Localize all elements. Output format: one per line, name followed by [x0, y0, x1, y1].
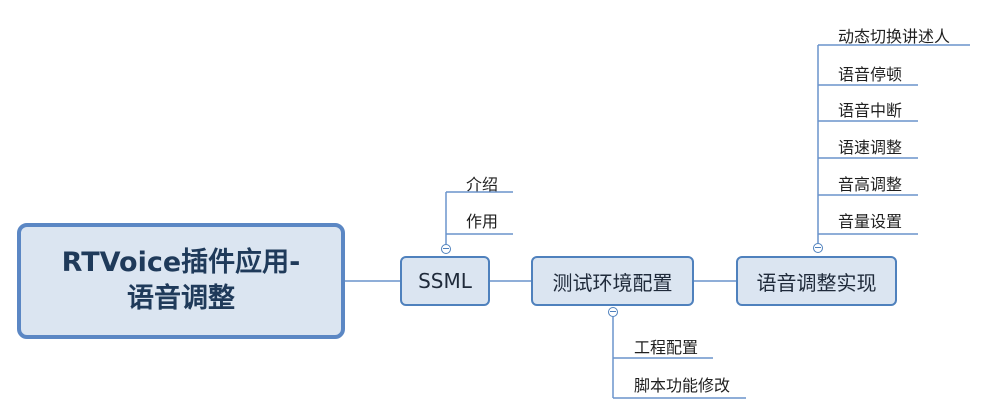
subtopic-voice-interrupt[interactable]: 语音中断 [838, 101, 903, 120]
subtopic-switch-narrator[interactable]: 动态切换讲述人 [838, 27, 951, 46]
topic-voice-impl[interactable]: 语音调整实现 [736, 256, 897, 306]
subtopic-intro[interactable]: 介绍 [466, 175, 499, 194]
subtopic-project-config[interactable]: 工程配置 [634, 338, 699, 357]
root-topic[interactable]: RTVoice插件应用- 语音调整 [17, 223, 345, 339]
collapse-toggle-icon[interactable] [441, 244, 451, 254]
collapse-toggle-icon[interactable] [608, 307, 618, 317]
topic-ssml[interactable]: SSML [400, 256, 490, 306]
subtopic-volume[interactable]: 音量设置 [838, 212, 903, 231]
topic-test-env[interactable]: 测试环境配置 [531, 256, 694, 306]
subtopic-purpose[interactable]: 作用 [466, 212, 499, 231]
collapse-toggle-icon[interactable] [813, 243, 823, 253]
subtopic-speech-rate[interactable]: 语速调整 [838, 138, 903, 157]
subtopic-voice-pause[interactable]: 语音停顿 [838, 65, 903, 84]
subtopic-script-modify[interactable]: 脚本功能修改 [634, 376, 731, 395]
subtopic-pitch[interactable]: 音高调整 [838, 175, 903, 194]
